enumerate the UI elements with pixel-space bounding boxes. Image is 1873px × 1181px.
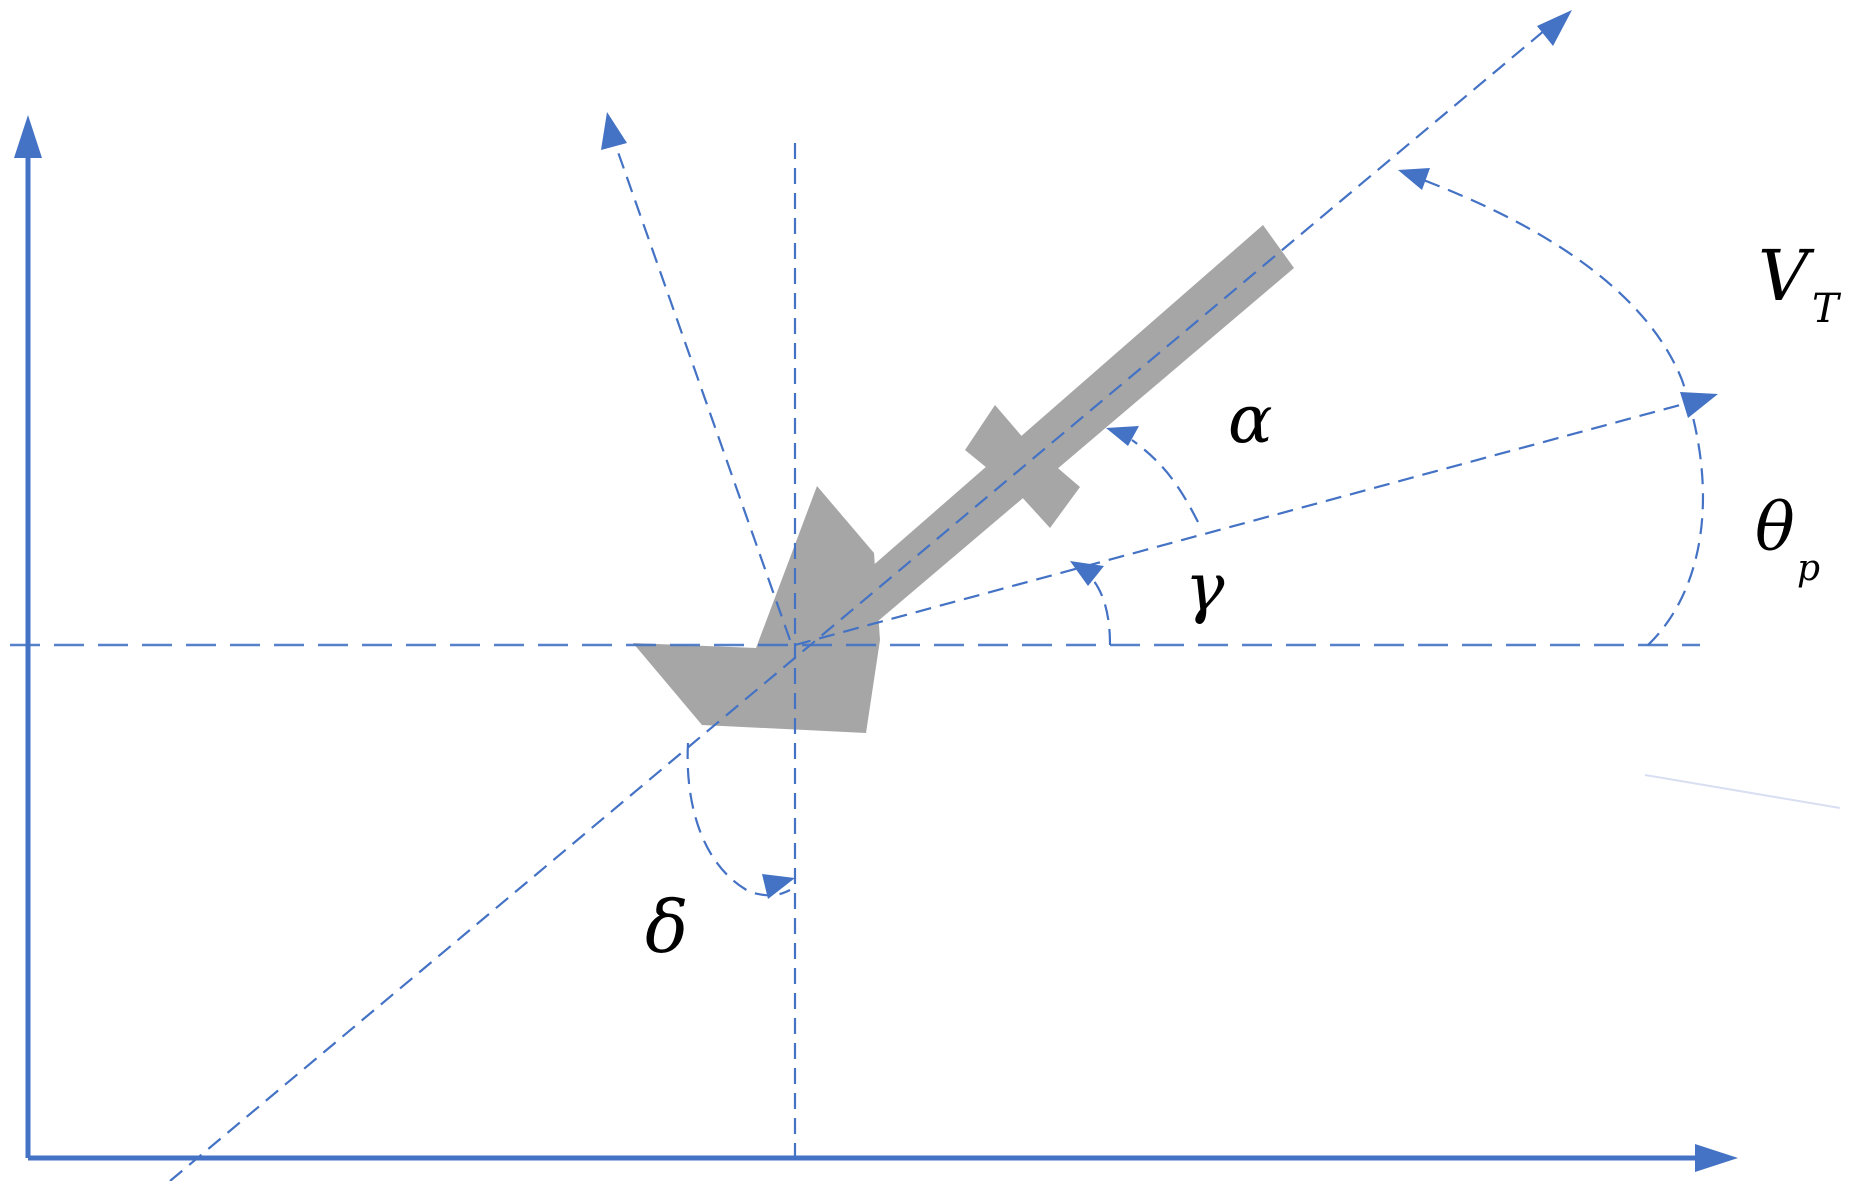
delta-angle-arc <box>686 742 791 897</box>
y-axis-arrowhead <box>14 115 42 158</box>
theta-p-label: θ p <box>1755 489 1820 589</box>
projectile-body <box>633 225 1294 733</box>
projectile-head <box>633 486 880 733</box>
velocity-label: V T <box>1758 235 1842 332</box>
delta-label: δ <box>645 885 688 969</box>
gamma-angle-arc <box>1089 575 1112 646</box>
velocity-subscript: T <box>1812 286 1842 332</box>
velocity-vector-arrowhead <box>1680 392 1718 418</box>
projectile-axis-arrowhead <box>1537 10 1572 46</box>
normal-vector-line <box>610 134 792 641</box>
theta-arc-arrowhead <box>1398 168 1430 190</box>
theta-symbol: θ <box>1755 489 1795 566</box>
alpha-angle-arc <box>1131 439 1199 523</box>
alpha-label: α <box>1228 381 1273 458</box>
x-axis-arrowhead <box>1695 1144 1738 1172</box>
coordinate-axes <box>14 115 1738 1172</box>
gamma-label: γ <box>1185 549 1225 626</box>
theta-subscript: p <box>1797 548 1820 589</box>
theta-angle-arc <box>1409 173 1705 646</box>
alpha-arc-arrowhead <box>1106 426 1139 446</box>
velocity-vector-line <box>794 403 1681 647</box>
normal-vector-arrowhead <box>601 112 627 150</box>
velocity-symbol: V <box>1758 235 1815 317</box>
faint-stray-line <box>1644 774 1841 809</box>
delta-arc-arrowhead <box>762 874 795 899</box>
gamma-arc-arrowhead <box>1070 561 1104 586</box>
